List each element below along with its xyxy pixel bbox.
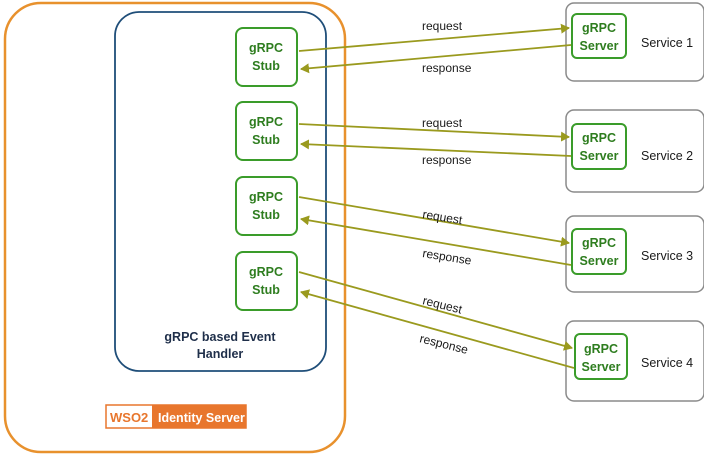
grpc-server-1 bbox=[571, 13, 627, 59]
server-3-line2: Server bbox=[580, 254, 619, 268]
handler-label-line2: Handler bbox=[197, 347, 244, 361]
service-3-name: Service 3 bbox=[641, 249, 693, 263]
grpc-server-4 bbox=[574, 333, 628, 380]
service-2-box: gRPC Server Service 2 bbox=[565, 109, 704, 193]
server-1-line2: Server bbox=[580, 39, 619, 53]
stub-2-line2: Stub bbox=[252, 133, 280, 147]
stub-1-line1: gRPC bbox=[249, 41, 283, 55]
service-3-box: gRPC Server Service 3 bbox=[565, 215, 704, 293]
response-label-2: response bbox=[422, 153, 472, 167]
server-2-line1: gRPC bbox=[582, 131, 616, 145]
grpc-server-3 bbox=[571, 228, 627, 275]
response-label-1: response bbox=[422, 61, 472, 75]
response-arrow-4 bbox=[300, 289, 575, 369]
grpc-stub-2: gRPC Stub bbox=[235, 101, 298, 161]
stub-3-line1: gRPC bbox=[249, 190, 283, 204]
wso2-identity-server-logo: WSO2 Identity Server bbox=[105, 404, 247, 429]
response-label-3: response bbox=[422, 246, 473, 268]
event-handler-container bbox=[114, 11, 327, 372]
stub-4-line2: Stub bbox=[252, 283, 280, 297]
request-label-3: request bbox=[422, 207, 464, 227]
request-arrow-2 bbox=[298, 123, 570, 142]
response-label-4: response bbox=[418, 331, 470, 357]
request-arrow-4 bbox=[298, 271, 573, 351]
response-arrow-3 bbox=[300, 215, 572, 266]
server-4-line1: gRPC bbox=[584, 342, 618, 356]
server-1-line1: gRPC bbox=[582, 21, 616, 35]
request-label-1: request bbox=[422, 19, 463, 33]
service-2-name: Service 2 bbox=[641, 149, 693, 163]
service-1-box: gRPC Server Service 1 bbox=[565, 2, 704, 82]
server-3-line1: gRPC bbox=[582, 236, 616, 250]
grpc-stub-3: gRPC Stub bbox=[235, 176, 298, 236]
grpc-stub-1: gRPC Stub bbox=[235, 27, 298, 87]
service-4-box: gRPC Server Service 4 bbox=[565, 320, 704, 402]
grpc-server-2 bbox=[571, 123, 627, 170]
stub-4-line1: gRPC bbox=[249, 265, 283, 279]
identity-server-container bbox=[3, 1, 347, 454]
stub-1-line2: Stub bbox=[252, 59, 280, 73]
stub-3-line2: Stub bbox=[252, 208, 280, 222]
request-arrow-1 bbox=[298, 23, 570, 52]
request-label-4: request bbox=[421, 293, 464, 316]
handler-label-line1: gRPC based Event bbox=[164, 330, 276, 344]
stub-2-line1: gRPC bbox=[249, 115, 283, 129]
response-arrow-1 bbox=[300, 44, 572, 74]
request-label-2: request bbox=[422, 116, 463, 130]
logo-brand: WSO2 bbox=[110, 410, 148, 425]
logo-product: Identity Server bbox=[158, 411, 245, 425]
service-1-name: Service 1 bbox=[641, 36, 693, 50]
server-4-line2: Server bbox=[582, 360, 621, 374]
service-4-name: Service 4 bbox=[641, 356, 693, 370]
response-arrow-2 bbox=[300, 139, 572, 157]
grpc-stub-4: gRPC Stub bbox=[235, 251, 298, 311]
request-arrow-3 bbox=[298, 196, 570, 247]
server-2-line2: Server bbox=[580, 149, 619, 163]
